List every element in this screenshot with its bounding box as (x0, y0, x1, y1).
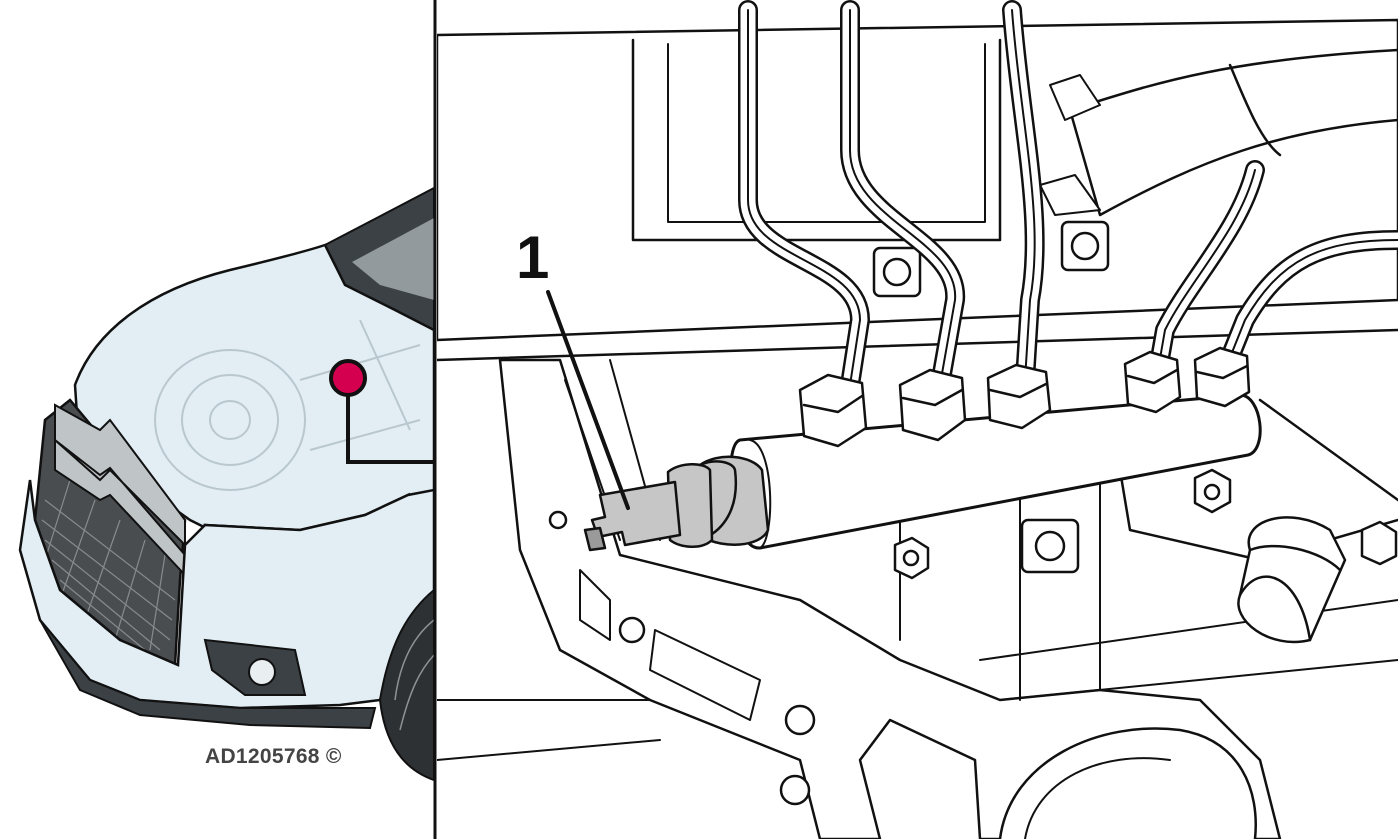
detail-view (437, 0, 1398, 839)
pressure-sensor (1237, 516, 1347, 644)
union-nuts (798, 346, 1251, 448)
front-wheel (378, 588, 434, 782)
callout-label-1: 1 (516, 224, 550, 291)
location-marker (329, 359, 367, 397)
lower-splitter (39, 619, 377, 730)
head-bolts (872, 220, 1110, 298)
return-hose (1068, 48, 1398, 217)
injection-pipes (738, 0, 1398, 395)
car-locator-view (18, 186, 434, 782)
rail-bolts (893, 468, 1398, 580)
reference-code: AD1205768 © (205, 745, 342, 768)
component-1-highlighted (583, 455, 770, 552)
callout-leader-1 (546, 290, 630, 510)
ghost-engine (154, 319, 421, 491)
mounting-bracket (498, 358, 1282, 839)
marker-leader-line (346, 378, 434, 464)
